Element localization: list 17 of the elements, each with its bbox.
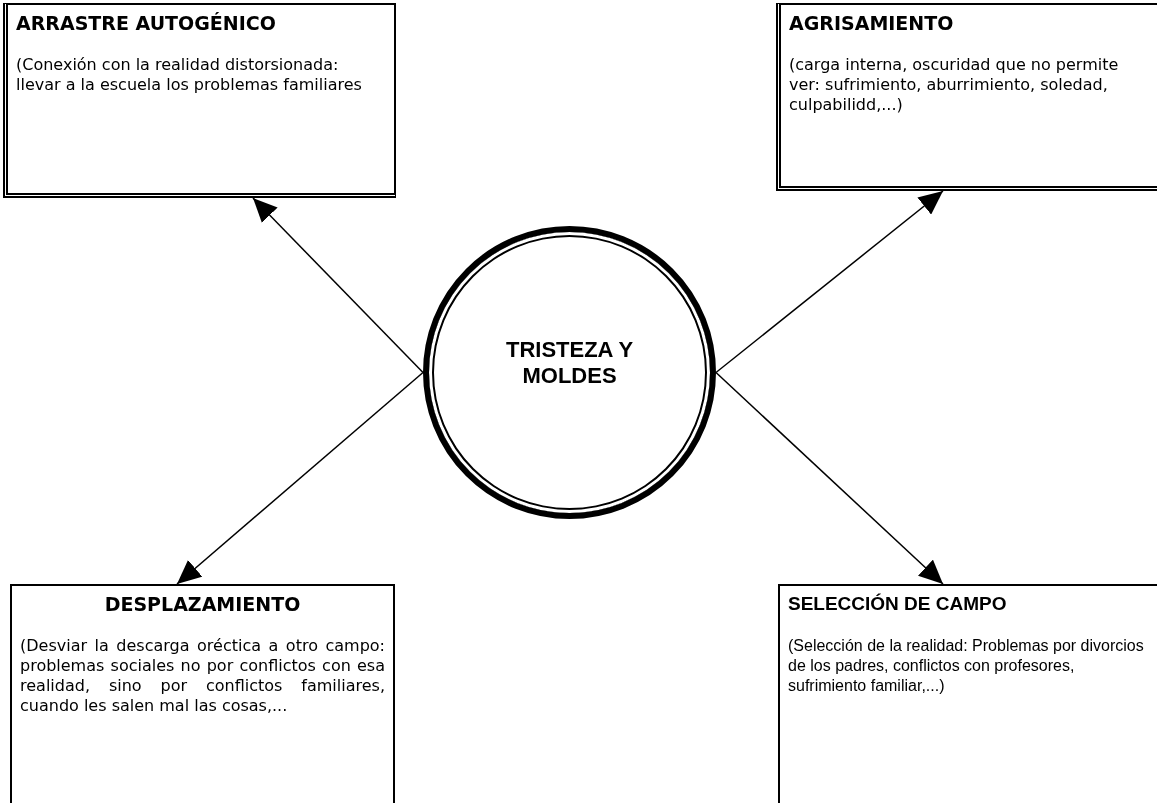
text-box xyxy=(776,3,1157,191)
box-heading: AGRISAMIENTO xyxy=(789,11,955,35)
text-box xyxy=(778,584,1157,803)
text-box xyxy=(3,3,396,198)
arrow xyxy=(252,197,424,374)
arrow xyxy=(715,190,944,374)
arrow xyxy=(176,371,424,585)
box-description: (Selección de la realidad: Problemas por divorcios de los padres, conflictos con profesores, sufrimiento familiar,...) xyxy=(788,636,1145,696)
box-heading: DESPLAZAMIENTO xyxy=(103,592,302,616)
circle-label: TRISTEZA Y MOLDES xyxy=(504,336,635,389)
box-description: (Conexión con la realidad distorsionada: llevar a la escuela los problemas familiares xyxy=(16,55,363,95)
box-heading: ARRASTRE AUTOGÉNICO xyxy=(16,11,277,35)
box-description: (Desviar la descarga oréctica a otro campo: problemas sociales no por conflictos con esa realidad, sino por conflictos familiares, cuando les salen mal las cosas,... xyxy=(20,636,385,716)
box-description: (carga interna, oscuridad que no permite ver: sufrimiento, aburrimiento, soledad, culpabilidd,...) xyxy=(789,55,1120,115)
arrow xyxy=(715,371,944,585)
box-heading: SELECCIÓN DE CAMPO xyxy=(788,592,1008,616)
text-box xyxy=(10,584,395,803)
